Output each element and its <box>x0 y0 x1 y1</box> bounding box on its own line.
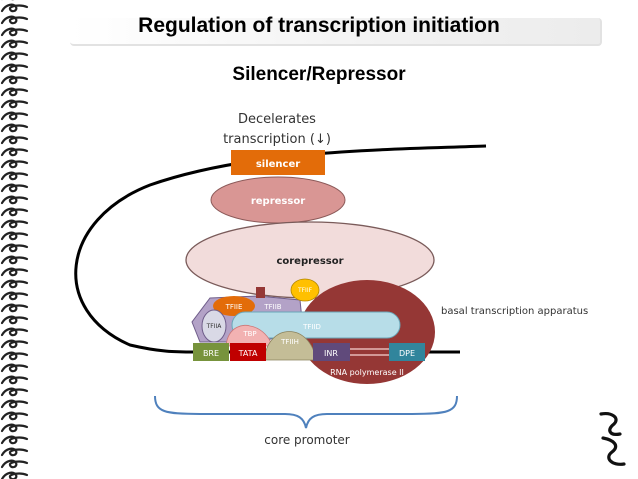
dpe-box <box>389 343 425 361</box>
dpe-label: DPE <box>399 349 415 358</box>
tbp-label: TBP <box>242 330 256 338</box>
rna-polymerase-label: RNA polymerase II <box>330 368 404 377</box>
dna-strand <box>74 144 487 354</box>
silencer-label: silencer <box>256 159 300 170</box>
effect-label-line2: transcription (↓) <box>223 132 331 147</box>
inr-box <box>313 343 350 361</box>
slide-title: Regulation of transcription initiation <box>138 14 500 37</box>
ornament-glyph-icon <box>599 412 626 466</box>
core-promoter-label: core promoter <box>264 433 350 447</box>
repressor-contact-tab <box>256 287 265 298</box>
title-bar-decoration <box>70 18 602 46</box>
silencer-box <box>231 150 325 175</box>
tfiia-shape <box>201 309 227 343</box>
repressor-label: repressor <box>251 196 305 207</box>
basal-apparatus-label: basal transcription apparatus <box>441 306 588 317</box>
bre-label: BRE <box>203 349 219 358</box>
tfiie-shape <box>213 296 255 316</box>
tfiid-label: TFIID <box>302 323 321 331</box>
tfiib-label: TFIIB <box>263 303 281 311</box>
bre-box <box>193 343 229 361</box>
tata-label: TATA <box>238 349 258 358</box>
slide-subtitle: Silencer/Repressor <box>232 64 406 85</box>
tfiif-shape <box>290 278 320 302</box>
inr-label: INR <box>324 349 338 358</box>
core-promoter-brace <box>154 395 458 429</box>
effect-label-line1: Decelerates <box>238 112 316 127</box>
tata-box <box>230 343 266 361</box>
tfiif-label: TFIIF <box>297 287 313 294</box>
tfiid-shape <box>231 311 401 339</box>
corepressor-label: corepressor <box>276 256 343 267</box>
tfiie-label: TFIIE <box>225 303 243 311</box>
tfiih-label: TFIIH <box>280 338 299 346</box>
tfiia-label: TFIIA <box>206 323 223 330</box>
